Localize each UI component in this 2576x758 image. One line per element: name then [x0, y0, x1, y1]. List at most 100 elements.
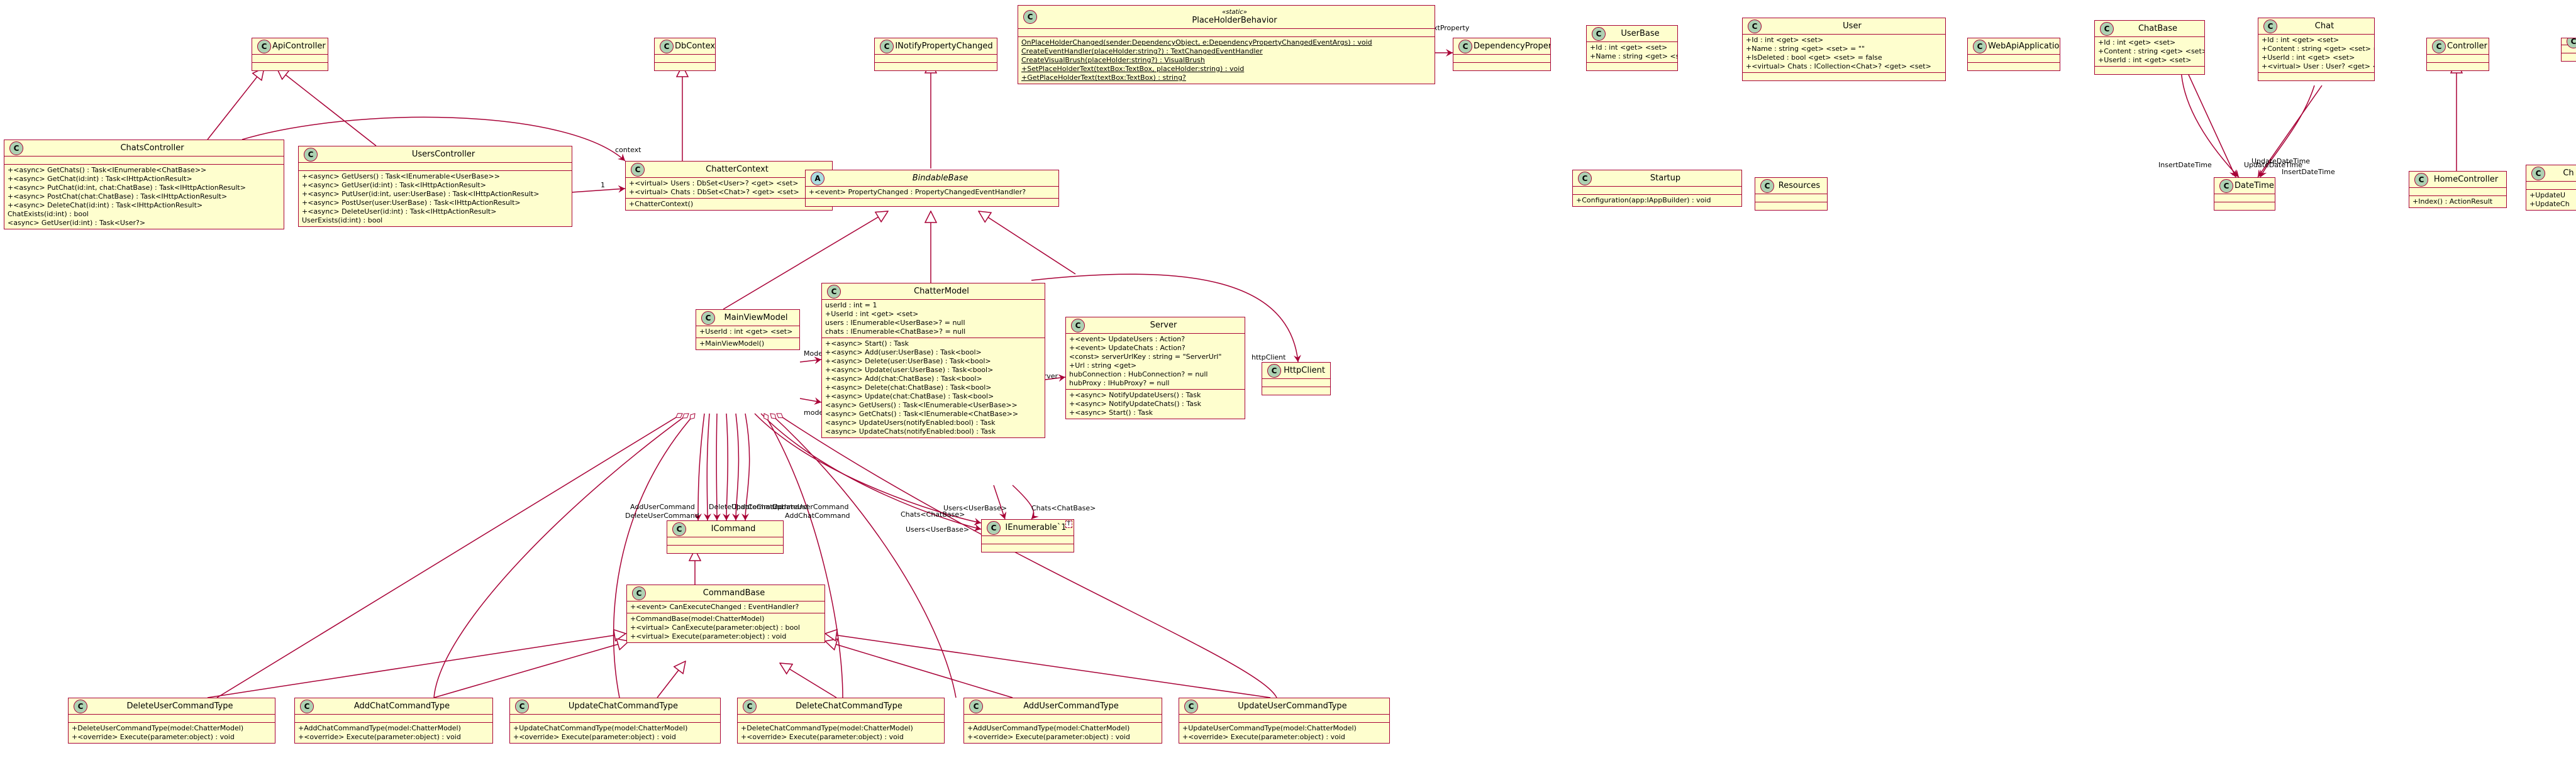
class-name: WebApiApplication [1988, 41, 2060, 51]
class-fields [738, 714, 944, 722]
class-field: +Id : int <get> <set> [1746, 36, 1824, 44]
class-method: +<async> PostUser(user:UserBase) : Task<… [302, 199, 521, 207]
class-methods [2258, 72, 2374, 80]
class-method: +Configuration(app:IAppBuilder) : void [1576, 196, 1711, 204]
class-icon: C [304, 147, 318, 162]
class-name: Ch [2563, 168, 2574, 178]
class-header: C Resources [1755, 178, 1827, 194]
class-name: ChatBase [2138, 24, 2178, 33]
class-resources: C Resources [1755, 177, 1828, 211]
class-icon: C [1760, 179, 1774, 193]
label-update-chat-command: UpdateChatCommand [731, 503, 808, 511]
class-icon: C [1973, 39, 1987, 53]
edge-mainviewmodel-chattermodel-2 [799, 397, 822, 405]
class-fields: +Id : int <get> <set>+Name : string <get… [1743, 34, 1945, 72]
class-methods: +Index() : ActionResult [2409, 195, 2506, 207]
abstract-class-icon: A [811, 171, 824, 185]
class-icon: C [2219, 179, 2233, 193]
class-method: +Index() : ActionResult [2412, 197, 2493, 206]
class-fields [1453, 54, 1550, 62]
class-name: DbContext [675, 41, 716, 51]
class-name: HomeController [2433, 175, 2499, 184]
class-fields [982, 536, 1074, 544]
class-methods: +Configuration(app:IAppBuilder) : void [1573, 194, 1741, 206]
edge-chattermodel-httpclient [1031, 273, 1301, 363]
class-fields [1179, 714, 1389, 722]
label-delete-user-command: DeleteUserCommand [625, 512, 699, 520]
class-field: chats : IEnumerable<ChatBase>? = null [825, 327, 966, 336]
class-method: +CommandBase(model:ChatterModel) [630, 615, 765, 623]
class-name: DependencyProperty [1474, 41, 1550, 51]
class-fields [1968, 54, 2060, 62]
edge-mainviewmodel-bindablebase [723, 211, 888, 310]
class-methods [252, 62, 328, 70]
class-method: +<async> Start() : Task [1069, 409, 1153, 417]
class-fields: +Id : int <get> <set>+Name : string <get… [1587, 41, 1677, 62]
class-methods [1755, 202, 1827, 210]
class-name: User [1843, 21, 1862, 31]
edge-userscontroller-chattercontext [570, 185, 626, 193]
class-methods: +UpdateChatCommandType(model:ChatterMode… [510, 722, 720, 743]
class-methods [2562, 53, 2576, 61]
class-method: +<async> PutUser(id:int, user:UserBase) … [302, 190, 540, 198]
class-method: +DeleteUserCommandType(model:ChatterMode… [72, 724, 244, 732]
edge-mainviewmodel-addchat [433, 413, 689, 698]
edge-mainviewmodel-deletechat [763, 413, 843, 698]
class-method: +DeleteChatCommandType(model:ChatterMode… [741, 724, 913, 732]
class-fields [69, 714, 275, 722]
class-icon: C [743, 699, 757, 713]
class-icon: C [74, 699, 87, 713]
class-name: UsersController [411, 150, 475, 159]
class-fields: +<event> UpdateUsers : Action?+<event> U… [1066, 333, 1245, 389]
edge-mainviewmodel-chattermodel-1 [799, 356, 822, 365]
edge-mainviewmodel-updatechat [613, 413, 696, 698]
edge-chattermodel-server [1045, 374, 1066, 382]
class-name: Startup [1650, 173, 1681, 183]
class-icon: C [632, 586, 646, 600]
edge-mainviewmodel-icommand-6 [741, 413, 750, 521]
class-field: +<event> UpdateUsers : Action? [1069, 335, 1185, 343]
class-icon: C [2531, 166, 2545, 180]
class-icon: C [987, 520, 1001, 535]
class-method: +<async> Delete(user:UserBase) : Task<bo… [825, 357, 991, 365]
class-name: ApiController [272, 41, 326, 51]
class-icon: C [1578, 171, 1592, 185]
class-fields: +Id : int <get> <set>+Content : string <… [2095, 36, 2204, 66]
class-method: +UpdateChatCommandType(model:ChatterMode… [513, 724, 688, 732]
class-method: +<async> NotifyUpdateChats() : Task [1069, 400, 1201, 408]
class-method: <async> UpdateUsers(notifyEnabled:bool) … [825, 419, 996, 427]
class-methods: +CommandBase(model:ChatterModel)+<virtua… [627, 613, 824, 642]
label-insert-date-time-2: InsertDateTime [2282, 168, 2335, 176]
class-methods: +DeleteUserCommandType(model:ChatterMode… [69, 722, 275, 743]
class-name: Resources [1778, 181, 1821, 190]
class-methods: +UpdateUserCommandType(model:ChatterMode… [1179, 722, 1389, 743]
class-header: C UsersController [299, 146, 572, 162]
class-field: +<virtual> Chats : DbSet<Chat>? <get> <s… [629, 188, 799, 196]
label-model2: model [804, 409, 825, 417]
class-method: +<async> Add(user:UserBase) : Task<bool> [825, 348, 982, 356]
class-icon: C [1071, 318, 1085, 332]
edge-chatscontroller-chattercontext [242, 116, 626, 162]
class-field: +Name : string <get> <set> = "" [1746, 45, 1865, 53]
class-field: +<virtual> User : User? <get> <set> [2262, 62, 2374, 70]
class-icon: C [2432, 39, 2446, 53]
